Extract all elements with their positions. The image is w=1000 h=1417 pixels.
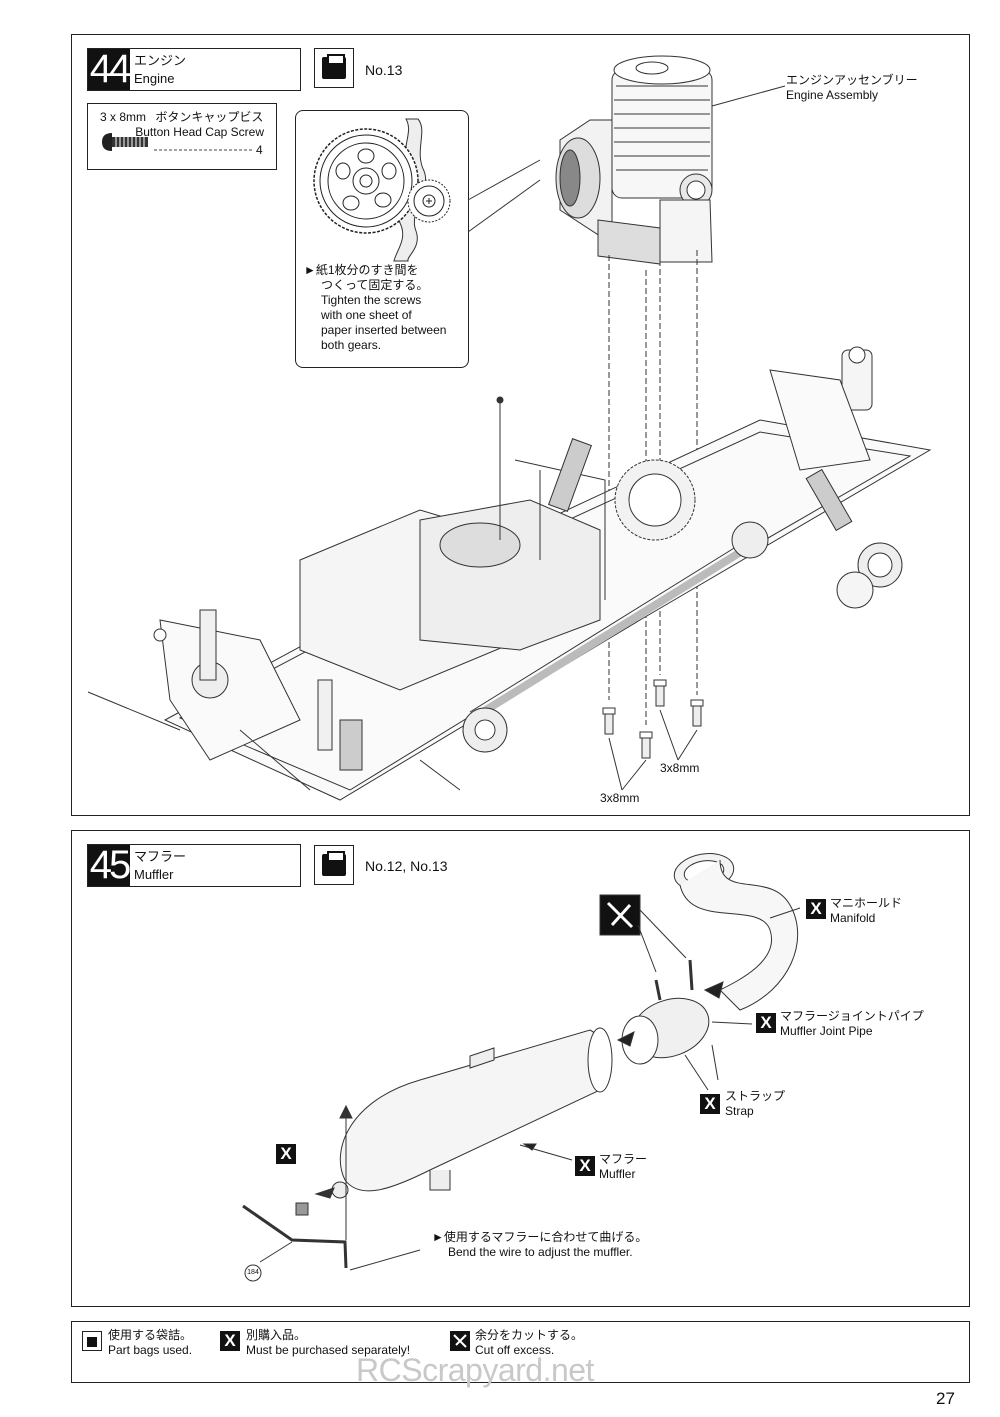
wire-note-jp: ►使用するマフラーに合わせて曲げる。 [432,1230,648,1244]
step-44-number: 44 [88,47,131,91]
legend-bag-icon [82,1331,102,1351]
x-mark-joint-pipe: X [756,1013,776,1033]
legend-bags-en: Part bags used. [108,1343,193,1357]
step-45-title-en: Muffler [134,867,174,882]
screw-quantity: 4 [256,143,263,157]
step-44-title-en: Engine [134,71,175,86]
legend-separate: 別購入品。 Must be purchased separately! [246,1328,410,1358]
strap-jp: ストラップ [725,1089,786,1103]
screw-name-en: Button Head Cap Screw [135,125,264,139]
joint-pipe-en: Muffler Joint Pipe [780,1024,873,1038]
note-line-3: Tighten the screws [321,293,422,307]
note-line-5: paper inserted between [321,323,447,337]
x-mark-manifold: X [806,899,826,919]
legend-cut-en: Cut off excess. [475,1343,555,1357]
muffler-label: マフラー Muffler [599,1152,647,1182]
legend-bags-jp: 使用する袋詰。 [108,1328,193,1342]
manifold-jp: マニホールド [830,896,903,910]
legend-x-icon: X [220,1331,240,1351]
engine-assembly-jp: エンジンアッセンブリー [786,73,918,87]
legend-separate-jp: 別購入品。 [246,1328,307,1342]
x-mark-muffler: X [575,1156,595,1176]
part-number-184: 184 [247,1269,259,1276]
screw-label-right: 3x8mm [660,761,700,775]
legend-cut-jp: 余分をカットする。 [475,1328,584,1342]
x-mark-strap: X [700,1094,720,1114]
note-line-1: ►紙1枚分のすき間を [304,263,419,277]
strap-en: Strap [725,1104,754,1118]
bag-icon [314,845,354,885]
wire-note: ►使用するマフラーに合わせて曲げる。 Bend the wire to adju… [432,1230,647,1260]
gear-mesh-illustration [313,118,451,262]
muffler-illustration [242,853,801,1282]
watermark: RCScrapyard.net [356,1352,594,1388]
step-44-header: 44 エンジン Engine [87,48,301,91]
step-44-panel [71,34,970,816]
manifold-label: マニホールド Manifold [830,896,902,926]
x-mark-spring: X [276,1144,296,1164]
screw-icon [102,133,253,151]
step-44-title-jp: エンジン [134,53,187,68]
step-45-number: 45 [88,843,131,887]
step-45-bag-label: No.12, No.13 [365,858,448,874]
muffler-en: Muffler [599,1167,636,1181]
screw-size: 3 x 8mm [100,110,147,124]
legend-bags: 使用する袋詰。 Part bags used. [108,1328,192,1358]
gear-mesh-callout: ►紙1枚分のすき間を つくって固定する。 Tighten the screws … [295,110,469,368]
joint-pipe-label: マフラージョイントパイプ Muffler Joint Pipe [780,1009,924,1039]
engine-assembly-label: エンジンアッセンブリー Engine Assembly [786,73,918,103]
screw-parts-box: 3 x 8mm ボタンキャップビス Button Head Cap Screw … [87,103,277,170]
chassis-engine-illustration [87,55,932,801]
legend-cut: 余分をカットする。 Cut off excess. [475,1328,583,1358]
screw-name-jp: ボタンキャップビス [155,110,264,124]
page-number: 27 [936,1389,955,1408]
note-line-2: つくって固定する。 [321,278,429,292]
note-line-6: both gears. [321,338,382,352]
wire-note-en: Bend the wire to adjust the muffler. [448,1245,633,1259]
step-45-title-jp: マフラー [134,849,187,864]
note-line-4: with one sheet of [321,308,412,322]
manifold-en: Manifold [830,911,876,925]
strap-label: ストラップ Strap [725,1089,785,1119]
screw-spec: 3 x 8mm ボタンキャップビス [100,110,263,125]
step-44-bag-label: No.13 [365,62,403,78]
engine-assembly-en: Engine Assembly [786,88,879,102]
step-45-panel [71,830,970,1307]
step-45-header: 45 マフラー Muffler [87,844,301,887]
legend-cut-icon [450,1331,470,1351]
bag-icon [314,48,354,88]
screw-label-left: 3x8mm [600,791,640,805]
joint-pipe-jp: マフラージョイントパイプ [780,1009,924,1023]
legend-separate-en: Must be purchased separately! [246,1343,411,1357]
gear-note: ►紙1枚分のすき間を つくって固定する。 Tighten the screws … [304,263,468,353]
muffler-jp: マフラー [599,1152,648,1166]
legend-panel [71,1321,970,1383]
